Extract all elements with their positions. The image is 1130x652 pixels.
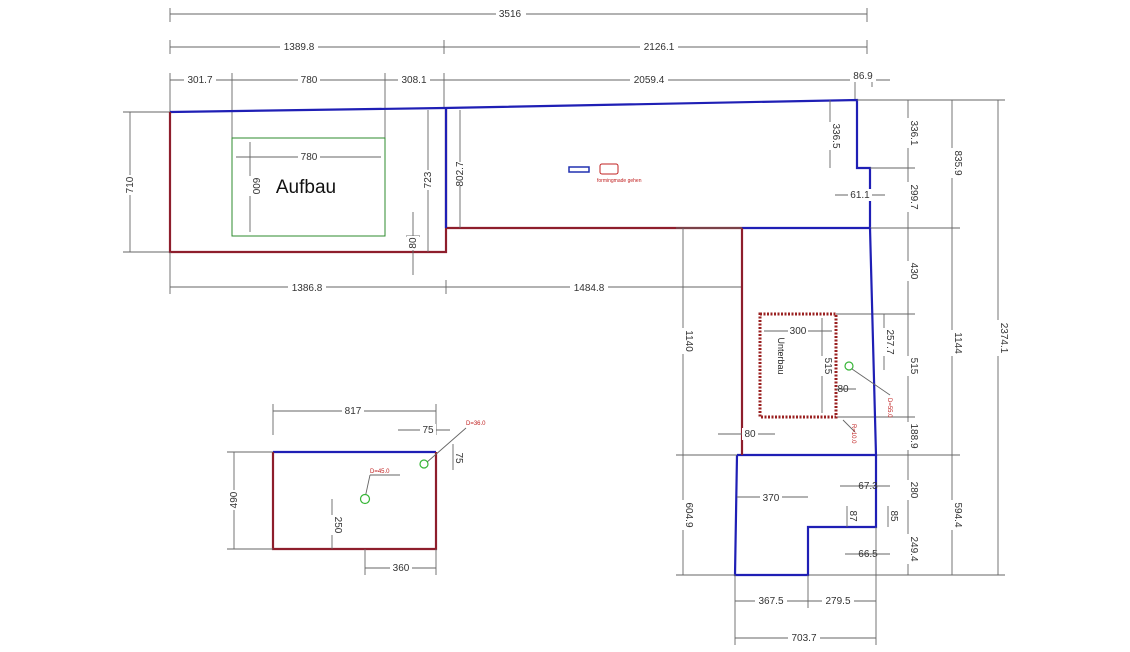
dim-723: 723 xyxy=(423,171,434,188)
dim-top-left: 1389.8 xyxy=(284,42,315,53)
dim-87: 87 xyxy=(847,510,858,522)
dim-835: 835.9 xyxy=(952,150,963,175)
dim-2059: 2059.4 xyxy=(634,75,665,86)
dim-710: 710 xyxy=(125,176,136,193)
logo-icon xyxy=(599,163,619,175)
dim-80-unterbau: 80 xyxy=(837,384,849,395)
label-d55: D=55.0 xyxy=(886,398,892,418)
dim-61: 61.1 xyxy=(850,190,870,201)
dim-780-top: 780 xyxy=(301,75,318,86)
dim-370: 370 xyxy=(763,493,780,504)
dim-802: 802.7 xyxy=(455,161,466,186)
dim-80-right: 80 xyxy=(744,429,756,440)
hole-d36-icon xyxy=(419,459,429,469)
left-section: 710 780 600 Aufbau 723 80 1386.8 xyxy=(123,106,448,294)
dim-85: 85 xyxy=(888,510,899,522)
dim-600: 600 xyxy=(250,178,261,195)
dim-299: 299.7 xyxy=(908,184,919,209)
dim-430: 430 xyxy=(908,263,919,280)
dim-300: 300 xyxy=(790,326,807,337)
dim-515-right: 515 xyxy=(908,358,919,375)
dim-280: 280 xyxy=(908,482,919,499)
label-d45: D=45.0 xyxy=(370,469,390,475)
dim-75-v: 75 xyxy=(453,452,464,464)
dim-594: 594.4 xyxy=(952,502,963,527)
dim-780-inner: 780 xyxy=(301,152,318,163)
separate-panel: 817 75 75 D=36.0 D=45.0 490 250 360 xyxy=(227,404,486,575)
right-dimension-chain: 336.1 299.7 835.9 2374.1 430 1144 257.7 … xyxy=(808,99,1009,576)
dim-604: 604.9 xyxy=(683,502,694,527)
hole-d45-icon xyxy=(359,493,371,505)
dim-1140: 1140 xyxy=(683,330,694,352)
dim-703: 703.7 xyxy=(791,633,816,644)
dim-1144: 1144 xyxy=(952,332,963,354)
dim-86: 86.9 xyxy=(853,71,873,82)
dim-249: 249.4 xyxy=(908,536,919,561)
dim-1484: 1484.8 xyxy=(574,283,605,294)
dim-top-total: 3516 xyxy=(499,9,522,20)
dim-490: 490 xyxy=(229,491,240,508)
unterbau-label: Unterbau xyxy=(776,337,786,374)
dim-301: 301.7 xyxy=(187,75,212,86)
top-dimension-chain: 3516 1389.8 2126.1 301.7 780 308.1 2059.… xyxy=(169,7,890,138)
dim-515-inner: 515 xyxy=(822,358,833,375)
dim-336-5: 336.5 xyxy=(830,123,841,148)
logo-bar-icon xyxy=(568,166,590,173)
unterbau-cutout xyxy=(758,312,838,419)
aufbau-label: Aufbau xyxy=(276,177,336,198)
dim-367: 367.5 xyxy=(758,596,783,607)
dim-2374: 2374.1 xyxy=(998,323,1009,354)
dim-75-h: 75 xyxy=(422,425,434,436)
dim-336-1: 336.1 xyxy=(908,120,919,145)
dim-66: 66.5 xyxy=(858,549,878,560)
hole-d55-icon xyxy=(844,361,854,371)
dim-67: 67.3 xyxy=(858,481,878,492)
dim-1386: 1386.8 xyxy=(292,283,323,294)
aufbau-cutout xyxy=(231,137,386,237)
right-lower-section: 1140 604.9 80 300 Unterbau 515 80 D=55.0… xyxy=(676,227,919,645)
dim-250: 250 xyxy=(332,517,343,534)
dim-279: 279.5 xyxy=(825,596,850,607)
logo-caption: formingmade gehen xyxy=(597,178,642,184)
middle-section: 802.7 formingmade gehen 1484.8 336.5 61.… xyxy=(443,98,885,294)
label-r10: R=10.0 xyxy=(850,424,856,444)
dim-257: 257.7 xyxy=(884,329,895,354)
dim-308: 308.1 xyxy=(401,75,426,86)
dim-top-right: 2126.1 xyxy=(644,42,675,53)
dim-188: 188.9 xyxy=(908,423,919,448)
dim-360: 360 xyxy=(393,563,410,574)
dim-817: 817 xyxy=(345,406,362,417)
dim-80-left: 80 xyxy=(408,237,419,249)
label-d36: D=36.0 xyxy=(466,421,486,427)
